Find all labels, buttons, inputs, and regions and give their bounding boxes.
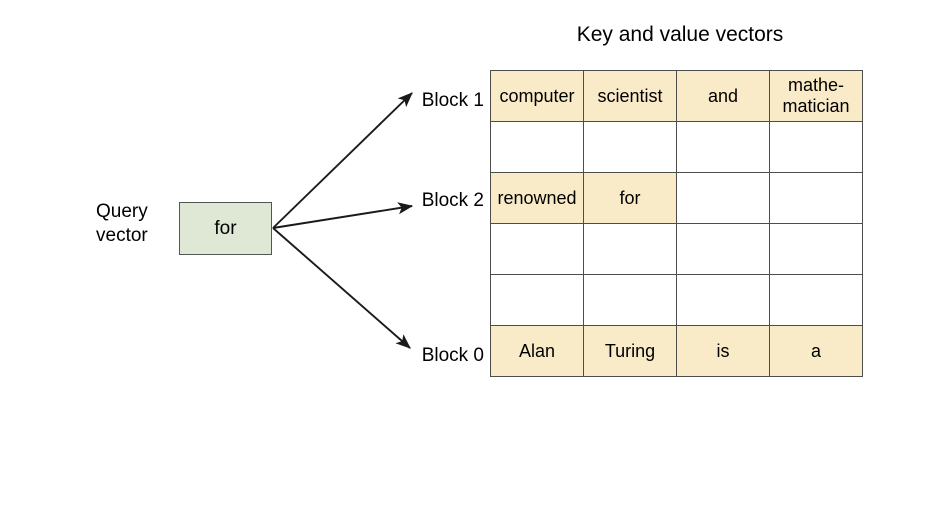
table-cell-token[interactable]: computer <box>490 70 584 122</box>
table-cell-text: scientist <box>597 85 663 106</box>
table-cell-text: matician <box>782 96 850 116</box>
table-cell-empty[interactable] <box>490 274 584 326</box>
query-vector-label: Query vector <box>96 200 176 248</box>
table-cell-empty[interactable] <box>676 223 770 275</box>
table-cell-token[interactable]: is <box>676 325 770 377</box>
table-row: renowned for <box>490 172 863 224</box>
table-cell-text: Alan <box>518 340 556 361</box>
table-row <box>490 274 863 326</box>
table-cell-text: a <box>810 340 821 361</box>
table-cell-text: renowned <box>497 187 577 208</box>
table-cell-empty[interactable] <box>676 172 770 224</box>
table-cell-empty[interactable] <box>583 121 677 173</box>
table-cell-token[interactable]: Turing <box>583 325 677 377</box>
table-cell-text: for <box>619 187 641 208</box>
table-cell-empty[interactable] <box>769 121 863 173</box>
query-vector-token: for <box>214 217 237 239</box>
table-row: Alan Turing is a <box>490 325 863 377</box>
table-cell-empty[interactable] <box>490 223 584 275</box>
table-cell-token[interactable]: for <box>583 172 677 224</box>
table-cell-text: Turing <box>604 340 656 361</box>
query-vector-label-line2: vector <box>96 225 148 246</box>
table-cell-token[interactable]: a <box>769 325 863 377</box>
table-row <box>490 121 863 173</box>
table-cell-token[interactable]: mathe-matician <box>769 70 863 122</box>
block-label-1: Block 1 <box>421 90 484 111</box>
key-value-table: computer scientist and mathe-matician renown… <box>490 70 863 377</box>
table-cell-token[interactable]: and <box>676 70 770 122</box>
query-vector-box[interactable]: for <box>179 202 272 255</box>
table-cell-text: is <box>716 340 730 361</box>
arrow-to-block-1 <box>272 92 413 229</box>
table-cell-token[interactable]: renowned <box>490 172 584 224</box>
table-cell-token[interactable]: Alan <box>490 325 584 377</box>
arrow-to-block-2 <box>272 202 414 229</box>
block-label-2: Block 2 <box>421 190 484 211</box>
table-cell-empty[interactable] <box>583 223 677 275</box>
page-title: Key and value vectors <box>576 23 784 46</box>
query-vector-label-line1: Query <box>96 201 148 222</box>
table-cell-token[interactable]: scientist <box>583 70 677 122</box>
table-row <box>490 223 863 275</box>
block-label-0: Block 0 <box>421 345 484 366</box>
arrow-to-block-0 <box>272 227 411 349</box>
table-cell-text: mathe- <box>787 75 845 95</box>
table-cell-empty[interactable] <box>583 274 677 326</box>
table-cell-empty[interactable] <box>490 121 584 173</box>
table-cell-empty[interactable] <box>676 274 770 326</box>
table-cell-empty[interactable] <box>769 274 863 326</box>
table-cell-text: computer <box>499 85 575 106</box>
table-cell-text: and <box>707 85 739 106</box>
table-cell-empty[interactable] <box>676 121 770 173</box>
table-cell-empty[interactable] <box>769 172 863 224</box>
table-cell-empty[interactable] <box>769 223 863 275</box>
table-row: computer scientist and mathe-matician <box>490 70 863 122</box>
